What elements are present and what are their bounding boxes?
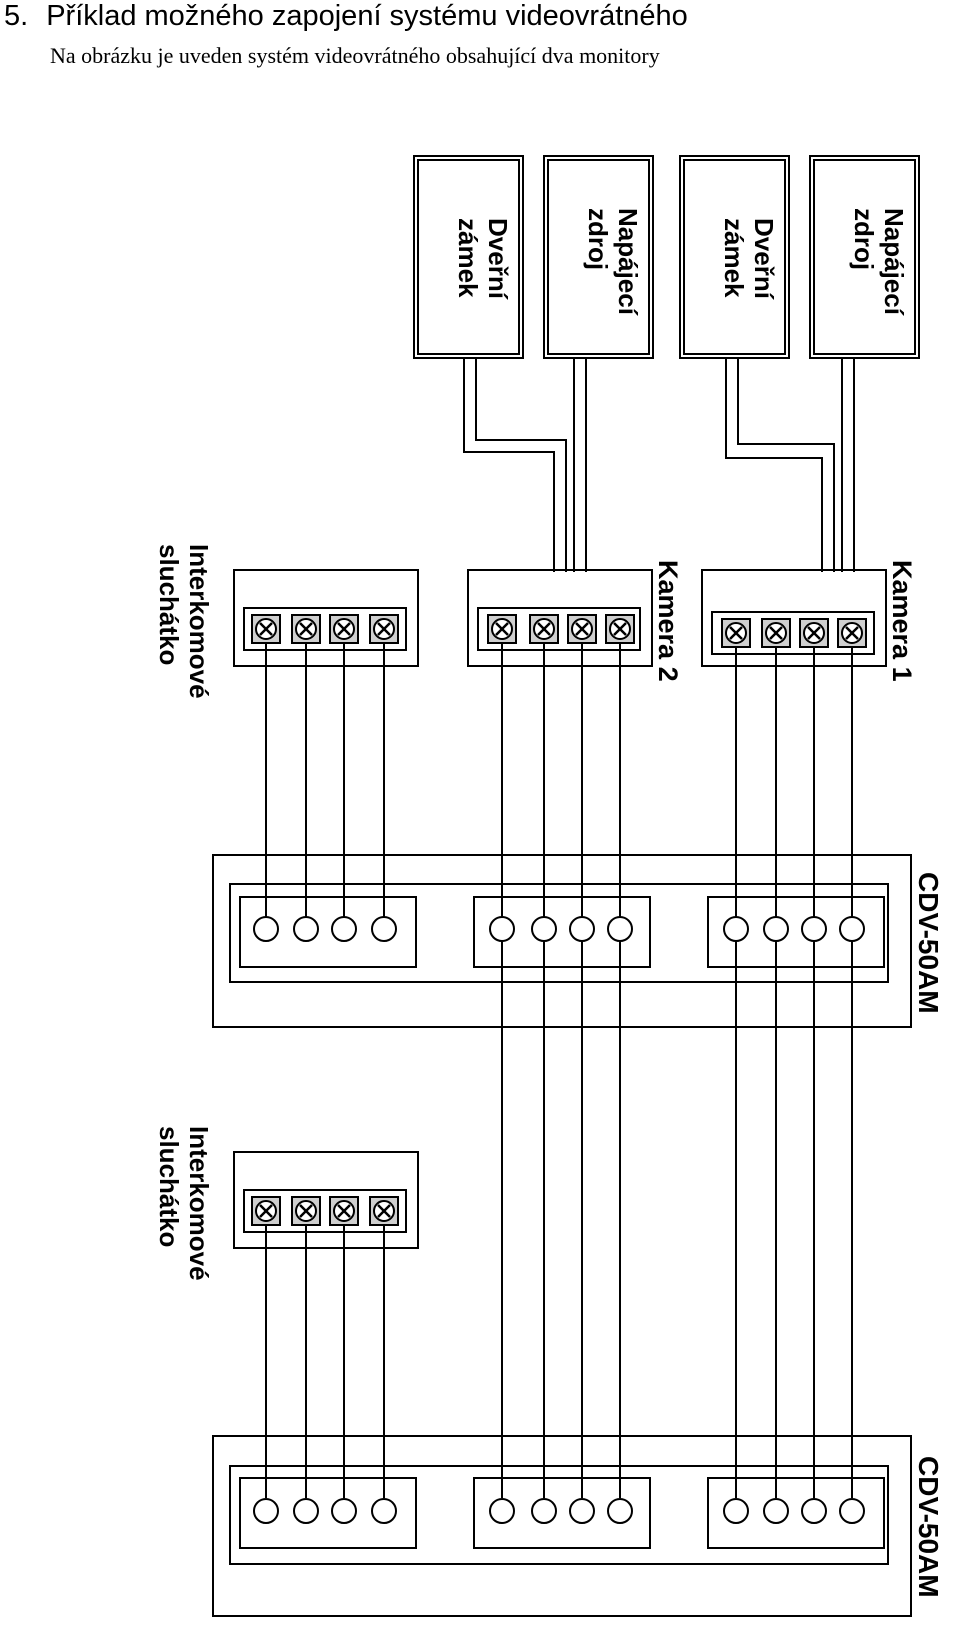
- monitor-2-socket-4: [371, 1498, 397, 1524]
- camera-1-box: [701, 569, 887, 667]
- intercom-2-screw-terminal-4: [369, 1196, 399, 1226]
- power-unit-2-label-line2: zdroj: [583, 208, 613, 270]
- screw-terminals: [251, 614, 867, 1226]
- intercom-handset-box-1: [233, 569, 419, 667]
- camera-2-screw-terminal-1: [487, 614, 517, 644]
- camera-1-screw-terminal-1: [721, 618, 751, 648]
- monitor-1-socket-8: [607, 916, 633, 942]
- camera-1-screw-terminal-3: [799, 618, 829, 648]
- monitor-2-socket-7: [569, 1498, 595, 1524]
- section-title: Příklad možného zapojení systému videovr…: [46, 0, 688, 32]
- monitor-2-socket-2: [293, 1498, 319, 1524]
- monitor-2-socket-1: [253, 1498, 279, 1524]
- power-unit-1-label-line2: zámek: [453, 218, 483, 298]
- intercom-1-label-line2: sluchátko: [154, 544, 184, 665]
- section-heading: 5. Příklad možného zapojení systému video…: [4, 0, 688, 32]
- section-description: Na obrázku je uveden systém videovrátnéh…: [50, 43, 660, 68]
- power-unit-3-label-line1: Dveřní: [749, 218, 779, 300]
- wires-camera-2-power: [463, 358, 587, 572]
- wires-camera-1-monitors: [735, 648, 853, 1498]
- camera-1-label: Kamera 1: [887, 560, 917, 682]
- wires-intercom-2-monitor-2: [265, 1226, 385, 1498]
- intercom-2-screw-terminal-3: [329, 1196, 359, 1226]
- monitor-2-socket-10: [763, 1498, 789, 1524]
- monitor-2-socket-12: [839, 1498, 865, 1524]
- monitor-2-label: CDV-50AM: [913, 1456, 944, 1598]
- intercom-1-screw-terminal-3: [329, 614, 359, 644]
- monitor-1-socket-9: [723, 916, 749, 942]
- intercom-1-label-line1: Interkomové: [184, 544, 214, 699]
- wires-intercom-1-monitor-1: [265, 644, 385, 917]
- wires-camera-2-monitors: [501, 644, 621, 1498]
- intercom-2-screw-terminal-2: [291, 1196, 321, 1226]
- intercom-2-label-line1: Interkomové: [184, 1126, 214, 1281]
- monitor-2-socket-6: [531, 1498, 557, 1524]
- power-unit-box-3: [679, 155, 790, 359]
- section-number: 5.: [4, 0, 29, 32]
- power-unit-1-label-line1: Dveřní: [483, 218, 513, 300]
- camera-2-screw-terminal-4: [605, 614, 635, 644]
- power-unit-4-label-line2: zdroj: [849, 208, 879, 270]
- monitor-box-1: [212, 854, 912, 1028]
- monitor-1-socket-11: [801, 916, 827, 942]
- intercom-1-screw-terminal-4: [369, 614, 399, 644]
- monitor-1-socket-6: [531, 916, 557, 942]
- intercom-2-label-line2: sluchátko: [154, 1126, 184, 1247]
- intercom-handset-box-2: [233, 1151, 419, 1249]
- monitor-sockets: [253, 916, 865, 1524]
- power-unit-box-4: [809, 155, 920, 359]
- power-unit-3-label-line2: zámek: [719, 218, 749, 298]
- intercom-2-screw-terminal-1: [251, 1196, 281, 1226]
- wires-camera-1-power: [725, 358, 855, 572]
- camera-1-screw-terminal-2: [761, 618, 791, 648]
- monitor-box-2: [212, 1435, 912, 1617]
- camera-2-box: [467, 569, 653, 667]
- monitor-1-label: CDV-50AM: [913, 872, 944, 1014]
- monitor-2-socket-5: [489, 1498, 515, 1524]
- intercom-1-screw-terminal-1: [251, 614, 281, 644]
- monitor-1-socket-4: [371, 916, 397, 942]
- intercom-1-screw-terminal-2: [291, 614, 321, 644]
- monitor-2-socket-8: [607, 1498, 633, 1524]
- power-unit-2-label-line1: Napájecí: [613, 208, 643, 316]
- power-unit-box-1: [413, 155, 524, 359]
- monitor-1-socket-12: [839, 916, 865, 942]
- monitor-1-socket-5: [489, 916, 515, 942]
- power-unit-box-2: [543, 155, 654, 359]
- monitor-1-socket-7: [569, 916, 595, 942]
- monitor-2-socket-11: [801, 1498, 827, 1524]
- camera-2-screw-terminal-3: [567, 614, 597, 644]
- monitor-1-socket-1: [253, 916, 279, 942]
- camera-2-screw-terminal-2: [529, 614, 559, 644]
- monitor-2-socket-9: [723, 1498, 749, 1524]
- camera-2-label: Kamera 2: [653, 560, 683, 682]
- monitor-2-socket-3: [331, 1498, 357, 1524]
- monitor-1-socket-2: [293, 916, 319, 942]
- camera-1-screw-terminal-4: [837, 618, 867, 648]
- monitor-1-socket-3: [331, 916, 357, 942]
- power-unit-4-label-line1: Napájecí: [879, 208, 909, 316]
- monitor-1-socket-10: [763, 916, 789, 942]
